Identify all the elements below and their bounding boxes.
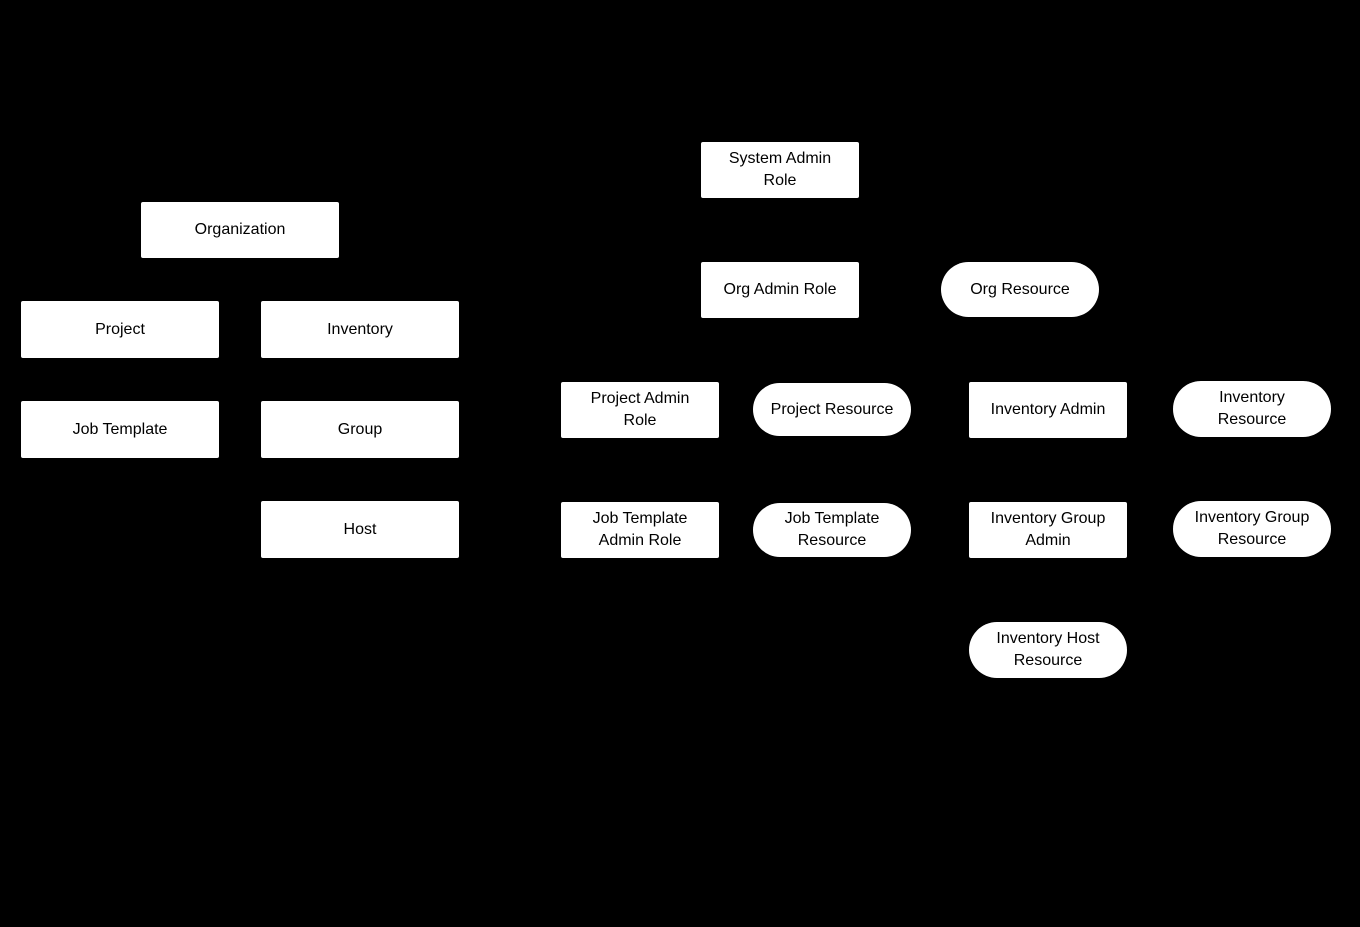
node-label: Project Resource xyxy=(770,400,894,418)
node-inventory-admin: Inventory Admin xyxy=(969,382,1127,438)
node-project-admin-role: Project Admin Role xyxy=(561,382,719,438)
node-label: Host xyxy=(343,520,377,538)
node-label: Job Template xyxy=(72,420,168,438)
node-label: Inventory Resource xyxy=(1217,389,1287,428)
node-inventory-resource: Inventory Resource xyxy=(1173,381,1331,437)
node-inventory-group-admin: Inventory Group Admin xyxy=(969,502,1127,558)
node-label: Inventory xyxy=(327,320,393,338)
node-job-template-resource: Job Template Resource xyxy=(753,503,911,557)
node-host: Host xyxy=(261,501,459,558)
node-label: Job Template Resource xyxy=(784,510,880,549)
node-label: Project xyxy=(95,320,145,338)
node-label: Inventory Host Resource xyxy=(996,630,1100,669)
node-label: Inventory Group Resource xyxy=(1194,509,1310,548)
node-label: Project Admin Role xyxy=(590,390,690,429)
node-organization: Organization xyxy=(141,202,339,258)
node-job-template-admin-role: Job Template Admin Role xyxy=(561,502,719,558)
node-label: Inventory Group Admin xyxy=(990,510,1106,549)
node-label: Organization xyxy=(194,221,286,238)
node-project-resource: Project Resource xyxy=(753,383,911,436)
node-label: Org Resource xyxy=(970,280,1070,298)
node-org-resource: Org Resource xyxy=(941,262,1099,317)
node-label: Job Template Admin Role xyxy=(592,510,688,549)
node-label: Org Admin Role xyxy=(723,281,837,298)
node-label: Group xyxy=(337,420,383,438)
node-system-admin-role: System Admin Role xyxy=(701,142,859,198)
node-label: Inventory Admin xyxy=(990,401,1106,418)
node-job-template: Job Template xyxy=(21,401,219,458)
node-inventory: Inventory xyxy=(261,301,459,358)
node-label: System Admin Role xyxy=(728,150,832,189)
node-inventory-group-resource: Inventory Group Resource xyxy=(1173,501,1331,557)
node-org-admin-role: Org Admin Role xyxy=(701,262,859,318)
node-project: Project xyxy=(21,301,219,358)
node-group: Group xyxy=(261,401,459,458)
node-inventory-host-resource: Inventory Host Resource xyxy=(969,622,1127,678)
